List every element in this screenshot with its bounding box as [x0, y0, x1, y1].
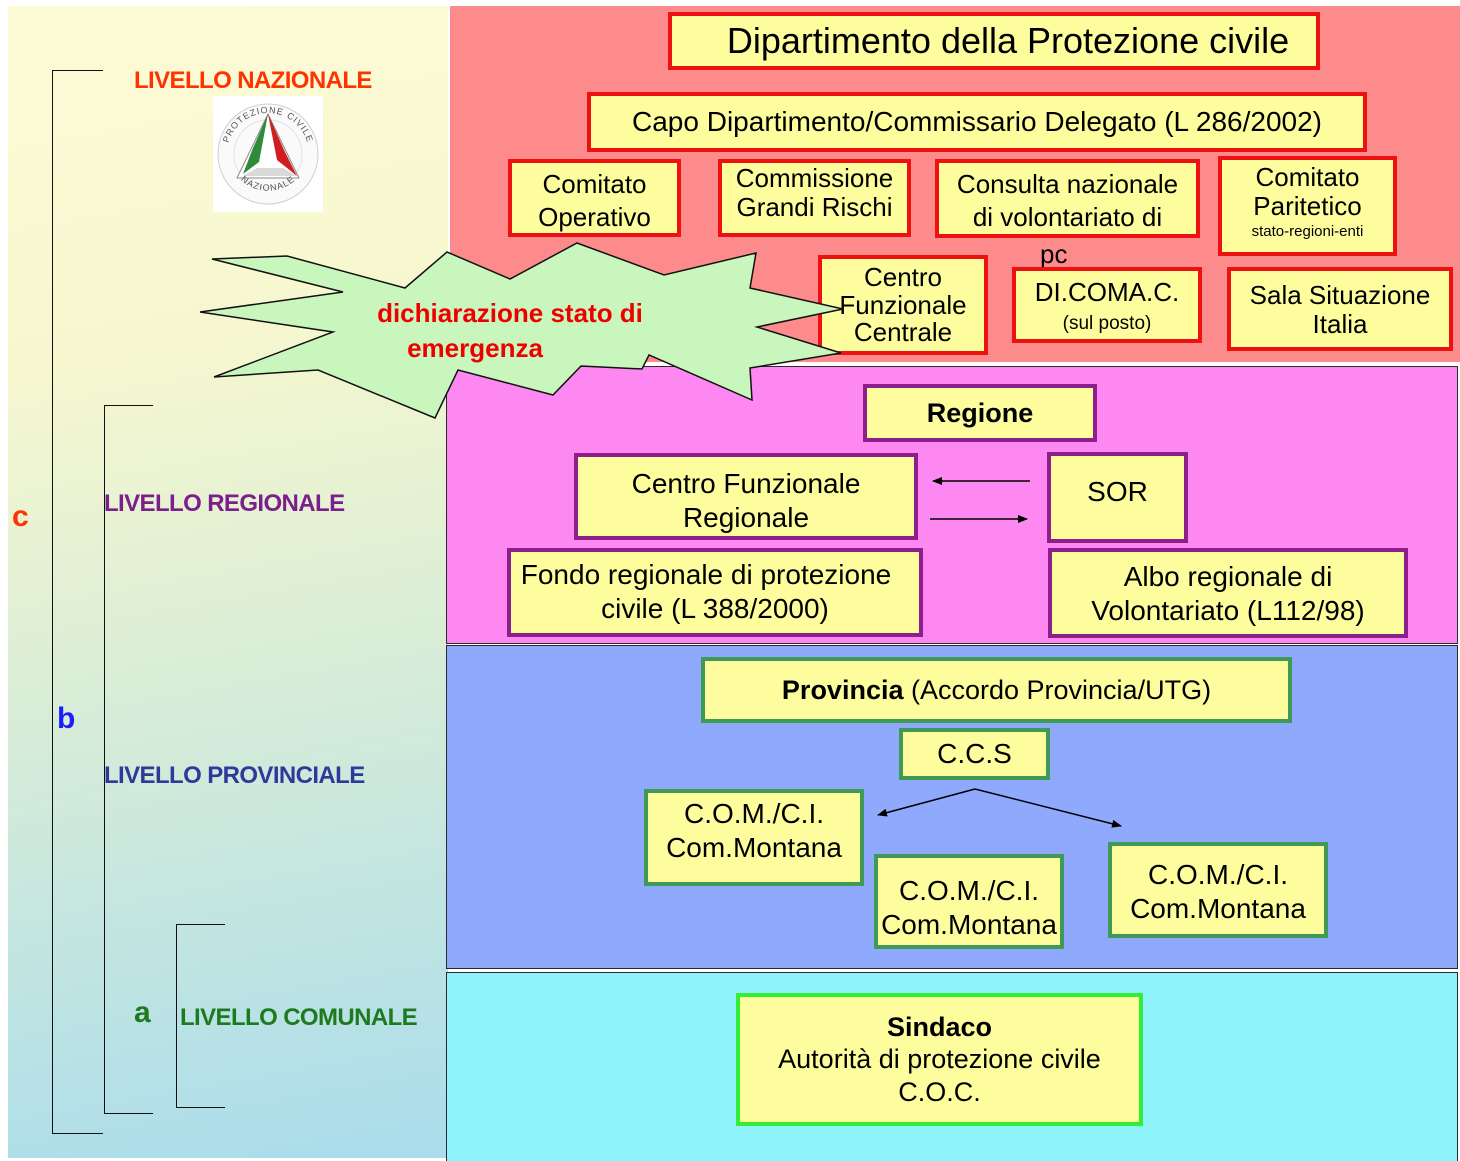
- sala-line2: Italia: [1312, 309, 1368, 340]
- letter-a: a: [134, 996, 151, 1029]
- level-label-comunale: LIVELLO COMUNALE: [180, 1004, 418, 1031]
- sala-situazione-box: Sala Situazione Italia: [1227, 267, 1453, 351]
- centro-funzionale-centrale-box: Centro Funzionale Centrale: [818, 255, 988, 355]
- centro-funzionale-line3: Centrale: [853, 317, 953, 348]
- dipartimento-text: Dipartimento della Protezione civile: [726, 19, 1290, 61]
- consulta-line3: pc: [1040, 239, 1068, 269]
- com-box-left: C.O.M./C.I. Com.Montana: [644, 789, 864, 886]
- autorita-text: Autorità di protezione civile: [778, 1044, 1101, 1075]
- sala-line1: Sala Situazione: [1249, 280, 1431, 310]
- emergency-label: dichiarazione stato di emergenza: [340, 296, 680, 366]
- sor-text: SOR: [1087, 476, 1148, 507]
- level-label-regionale: LIVELLO REGIONALE: [104, 490, 345, 517]
- dipartimento-box: Dipartimento della Protezione civile: [668, 12, 1320, 70]
- bracket-c: [52, 70, 103, 1134]
- com-box-right: C.O.M./C.I. Com.Montana: [1108, 842, 1328, 938]
- sindaco-text: Sindaco: [886, 1012, 993, 1042]
- regione-text: Regione: [926, 397, 1034, 428]
- com-left-line2: Com.Montana: [666, 831, 842, 863]
- regione-box: Regione: [863, 384, 1097, 442]
- fondo-regionale-box: Fondo regionale di protezione civile (L …: [507, 548, 923, 637]
- bracket-b: [104, 405, 153, 1114]
- com-left-line1: C.O.M./C.I.: [684, 798, 824, 829]
- logo-emblem-icon: PROTEZIONE CIVILE NAZIONALE: [217, 103, 319, 205]
- consulta-line1: Consulta nazionale: [956, 169, 1179, 199]
- comitato-operativo-line1: Comitato: [542, 169, 647, 199]
- emergency-line2: emergenza: [407, 333, 543, 364]
- commissione-line2: Grandi Rischi: [736, 192, 893, 223]
- cfr-line2: Regionale: [682, 501, 810, 533]
- dicomac-box: DI.COMA.C. (sul posto): [1012, 267, 1202, 343]
- com-center-line1: C.O.M./C.I.: [899, 875, 1039, 906]
- dicomac-line1: DI.COMA.C.: [1034, 277, 1180, 307]
- sindaco-box: Sindaco Autorità di protezione civile C.…: [736, 993, 1143, 1126]
- emergency-line1: dichiarazione stato di: [377, 298, 643, 328]
- albo-line1: Albo regionale di: [1123, 561, 1333, 592]
- comitato-paritetico-box: Comitato Paritetico stato-regioni-enti: [1218, 156, 1397, 256]
- comitato-operativo-box: Comitato Operativo: [508, 159, 681, 237]
- fondo-line2: civile (L 388/2000): [601, 592, 829, 624]
- consulta-line2: di volontariato di: [972, 202, 1163, 233]
- com-right-line2: Com.Montana: [1130, 892, 1306, 924]
- com-center-line2: Com.Montana: [881, 908, 1057, 940]
- cfr-line1: Centro Funzionale: [631, 468, 861, 499]
- bracket-a: [176, 924, 225, 1108]
- albo-regionale-box: Albo regionale di Volontariato (L112/98): [1048, 548, 1408, 638]
- consulta-nazionale-box: Consulta nazionale di volontariato di: [935, 159, 1200, 238]
- comitato-paritetico-line3: stato-regioni-enti: [1251, 223, 1364, 241]
- provincia-rest-text: (Accordo Provincia/UTG): [903, 674, 1212, 705]
- albo-line2: Volontariato (L112/98): [1091, 595, 1365, 627]
- dicomac-line2: (sul posto): [1062, 313, 1152, 335]
- level-label-nazionale: LIVELLO NAZIONALE: [134, 67, 372, 94]
- provincia-bold-text: Provincia: [781, 674, 904, 705]
- coc-text: C.O.C.: [898, 1076, 981, 1107]
- commissione-line1: Commissione: [735, 163, 894, 193]
- comitato-paritetico-line2: Paritetico: [1253, 191, 1362, 222]
- letter-c: c: [12, 500, 29, 533]
- protezione-civile-logo: PROTEZIONE CIVILE NAZIONALE: [213, 96, 323, 212]
- ccs-text: C.C.S: [937, 738, 1012, 770]
- com-box-center: C.O.M./C.I. Com.Montana: [874, 854, 1064, 949]
- comitato-paritetico-line1: Comitato: [1255, 162, 1360, 192]
- com-right-line1: C.O.M./C.I.: [1148, 859, 1288, 890]
- centro-funzionale-line1: Centro: [863, 262, 943, 292]
- comitato-operativo-line2: Operativo: [538, 202, 651, 233]
- level-label-provinciale: LIVELLO PROVINCIALE: [104, 762, 365, 789]
- capo-dipartimento-text: Capo Dipartimento/Commissario Delegato (…: [632, 106, 1322, 138]
- sor-box: SOR: [1047, 452, 1188, 543]
- letter-b: b: [57, 702, 76, 735]
- provincia-label: Provincia (Accordo Provincia/UTG): [782, 675, 1211, 705]
- centro-funzionale-line2: Funzionale: [839, 289, 967, 320]
- capo-dipartimento-box: Capo Dipartimento/Commissario Delegato (…: [587, 92, 1367, 152]
- ccs-box: C.C.S: [899, 728, 1050, 780]
- provincia-box: Provincia (Accordo Provincia/UTG): [701, 657, 1292, 723]
- centro-funzionale-regionale-box: Centro Funzionale Regionale: [574, 453, 918, 540]
- commissione-grandi-rischi-box: Commissione Grandi Rischi: [718, 159, 911, 237]
- fondo-line1: Fondo regionale di protezione: [520, 559, 892, 590]
